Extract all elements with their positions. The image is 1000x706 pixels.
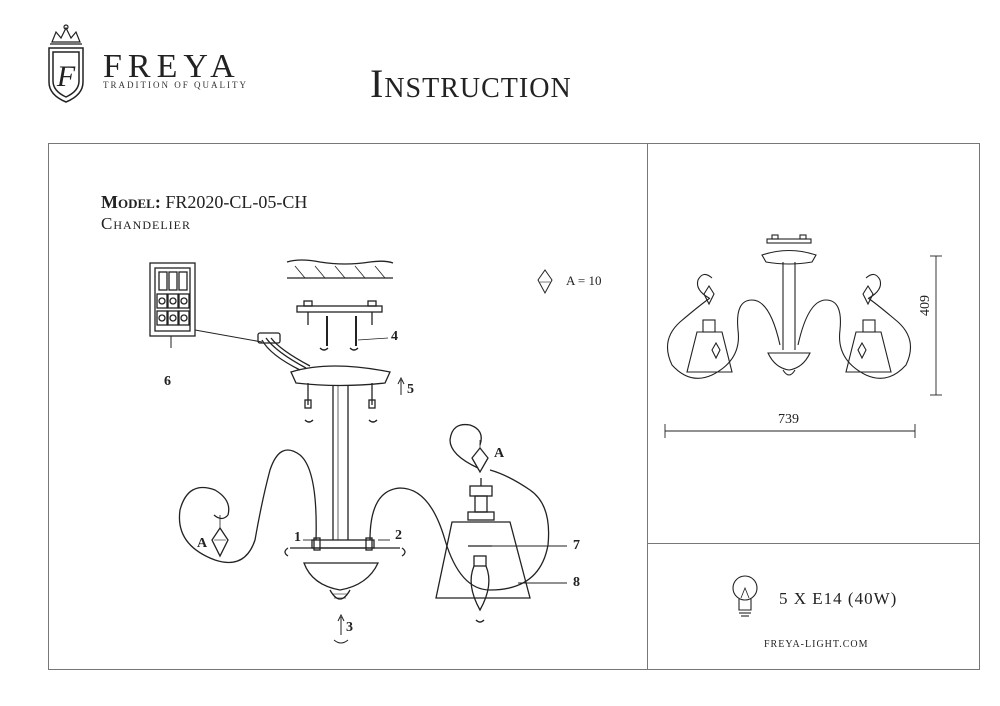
- shades-icon: [686, 319, 892, 373]
- brand-name: FREYA: [103, 48, 241, 85]
- bulb-spec: 5 X E14 (40W): [779, 589, 898, 608]
- callout-5: 5: [407, 382, 414, 397]
- arrow-up-icon: [333, 376, 405, 644]
- callout-7: 7: [573, 538, 580, 553]
- shield-letter-f: F: [56, 60, 76, 93]
- stem-icon: [332, 385, 349, 540]
- model-line: Model: FR2020-CL-05-CH: [101, 192, 307, 213]
- ceiling-icon: [286, 259, 394, 279]
- content-frame: [48, 143, 980, 670]
- crown-icon: [50, 24, 82, 45]
- height-dimension-line: [930, 255, 942, 396]
- shield-icon: [48, 47, 84, 103]
- mounting-bar-icon: [296, 300, 389, 351]
- callout-4: 4: [391, 329, 398, 344]
- page-title: Instruction: [370, 61, 572, 106]
- callout-3: 3: [346, 620, 353, 635]
- callout-leaders: [303, 539, 567, 584]
- crystal-left-icon: [211, 526, 229, 558]
- width-dimension-line: [664, 424, 916, 438]
- stem-icon: [782, 262, 796, 350]
- crystal-right-icon: [471, 440, 489, 474]
- left-arm-icon: [178, 449, 317, 564]
- horizontal-divider: [647, 543, 980, 544]
- callout-8: 8: [573, 575, 580, 590]
- width-dimension: 739: [778, 412, 799, 427]
- ceiling-plate-icon: [761, 234, 817, 265]
- brand-tagline: TRADITION OF QUALITY: [103, 80, 248, 90]
- candle-bulb-icon: [470, 555, 490, 623]
- callout-a-left: A: [197, 536, 208, 551]
- callout-2: 2: [395, 528, 402, 543]
- product-type: Chandelier: [101, 214, 191, 233]
- crystals-icon: [703, 284, 874, 360]
- bowl-icon: [767, 352, 811, 376]
- website-link[interactable]: FREYA-LIGHT.COM: [764, 639, 869, 650]
- arms-icon: [666, 273, 912, 379]
- callout-6: 6: [164, 374, 171, 389]
- model-label: Model:: [101, 192, 161, 212]
- bowl-icon: [303, 562, 380, 600]
- hub-icon: [284, 537, 406, 557]
- canopy-icon: [290, 365, 391, 423]
- crystal-count-note: A = 10: [566, 273, 602, 288]
- model-code: FR2020-CL-05-CH: [165, 192, 308, 212]
- vertical-divider: [647, 143, 648, 670]
- socket-icon: [467, 478, 495, 521]
- right-arm-icon: [369, 423, 550, 591]
- callout-a-right: A: [494, 446, 505, 461]
- wires-icon: [257, 332, 311, 371]
- callout-1: 1: [294, 530, 301, 545]
- terminal-block-icon: [149, 262, 263, 348]
